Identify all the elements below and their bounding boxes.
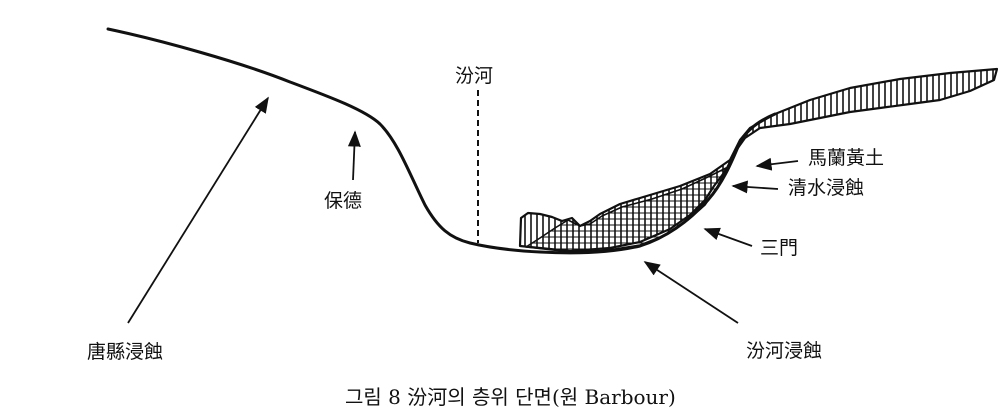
- arrow-tangxian-erosion: [127, 96, 269, 324]
- terrain-profile: [106, 27, 777, 255]
- label-malan-loess: 馬蘭黃土: [808, 147, 884, 169]
- label-fen-river: 汾河: [455, 65, 493, 87]
- arrow-fenhe-erosion: [643, 261, 739, 324]
- label-sanmen: 三門: [760, 237, 798, 259]
- label-fenhe-erosion: 汾河浸蝕: [746, 340, 822, 362]
- figure-caption: 그림 8 汾河의 층위 단면(원 Barbour): [345, 385, 676, 409]
- arrow-malan-loess: [755, 157, 799, 171]
- arrow-sanmen: [703, 227, 753, 247]
- label-baode: 保德: [324, 190, 362, 212]
- label-tangxian-erosion: 唐縣浸蝕: [87, 341, 163, 363]
- arrow-qingshui-erosion: [731, 180, 779, 194]
- arrow-baode: [347, 130, 361, 181]
- label-qingshui-erosion: 清水浸蝕: [788, 177, 864, 199]
